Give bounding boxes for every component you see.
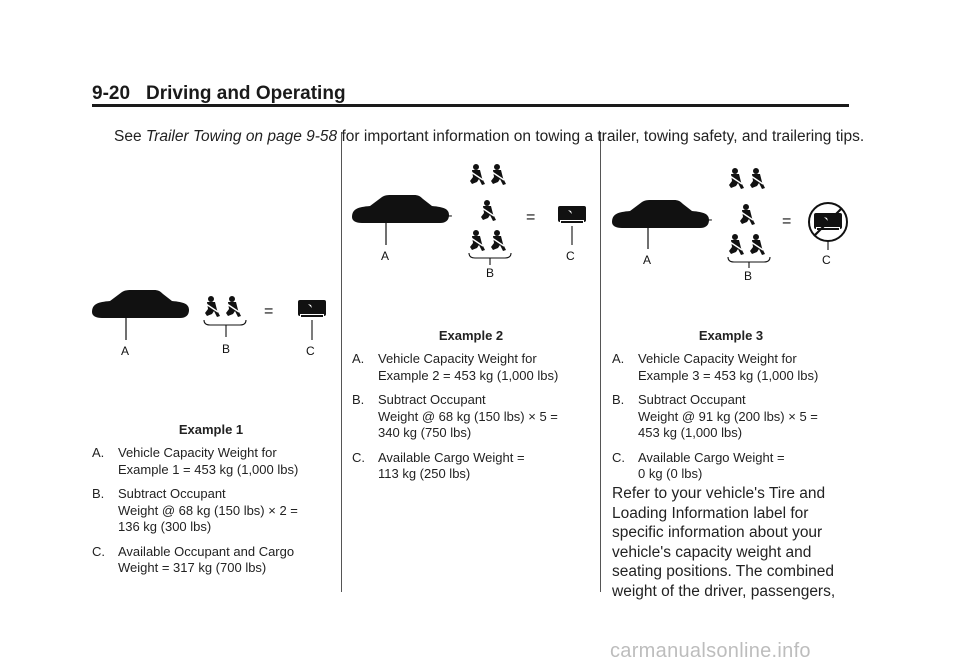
occupant-icon (225, 295, 242, 318)
label-a: A (121, 344, 129, 358)
example-1-list: A.Vehicle Capacity Weight for Example 1 … (92, 445, 337, 585)
bracket-b (468, 252, 512, 259)
item-letter: B. (92, 486, 105, 501)
equals-sign: = (526, 209, 535, 226)
item-letter: B. (352, 392, 365, 407)
list-item: C.Available Cargo Weight = 113 kg (250 l… (352, 449, 525, 482)
bracket-b (203, 319, 247, 326)
occupant-icon (480, 199, 497, 222)
example-2-caption: Example 2 (438, 328, 504, 343)
example-3-figure: A – B = C (612, 167, 848, 283)
occupant-icon (490, 229, 507, 252)
list-item: A.Vehicle Capacity Weight for Example 2 … (352, 351, 559, 383)
occupant-icon (728, 233, 745, 256)
label-a: A (643, 253, 651, 267)
occupant-icon (749, 167, 766, 190)
occupant-icon (204, 295, 221, 318)
list-item: C.Available Occupant and Cargo Weight = … (92, 543, 295, 576)
list-item: A.Vehicle Capacity Weight for Example 1 … (92, 445, 299, 477)
column-divider-2 (600, 132, 601, 592)
occupant-icon (728, 167, 745, 190)
car-icon (92, 290, 189, 318)
cargo-icon (298, 300, 326, 317)
label-b: B (486, 266, 494, 280)
page-number: 9-20 (92, 83, 131, 104)
example-2-figure: A – B = C (352, 163, 586, 280)
list-item: A.Vehicle Capacity Weight for Example 3 … (612, 351, 819, 383)
intro-see: See (114, 128, 146, 145)
item-letter: C. (612, 449, 625, 465)
column-divider-1 (341, 132, 342, 592)
example-1-caption: Example 1 (178, 422, 244, 437)
minus-sign: – (180, 301, 189, 318)
watermark: carmanualsonline.info (610, 640, 811, 662)
car-icon (612, 200, 709, 228)
intro-paragraph: See Trailer Towing on page 9-58 for impo… (114, 127, 864, 147)
list-item: B.Subtract Occupant Weight @ 91 kg (200 … (612, 392, 818, 440)
example-3-caption: Example 3 (698, 328, 764, 343)
page-header: 9-20 Driving and Operating (92, 83, 346, 105)
occupant-icon (490, 163, 507, 186)
list-item: B.Subtract Occupant Weight @ 68 kg (150 … (92, 486, 298, 534)
occupant-icon (469, 163, 486, 186)
list-item: C.Available Cargo Weight = 0 kg (0 lbs) (612, 449, 785, 482)
example-1-figure: A – B = C (92, 290, 326, 358)
section-title: Driving and Operating (146, 83, 346, 104)
equals-sign: = (782, 213, 791, 230)
occupant-icon (749, 233, 766, 256)
item-letter: C. (92, 543, 105, 559)
label-c: C (306, 344, 315, 358)
item-letter: A. (352, 351, 365, 366)
label-c: C (566, 249, 575, 263)
item-letter: A. (92, 445, 105, 460)
label-a: A (381, 249, 389, 263)
label-b: B (744, 269, 752, 283)
occupant-icon (739, 203, 756, 226)
item-letter: A. (612, 351, 625, 366)
example-3-list: A.Vehicle Capacity Weight for Example 3 … (612, 351, 857, 491)
trailer-towing-link[interactable]: Trailer Towing on page 9-58 (145, 128, 338, 145)
car-icon (352, 195, 449, 223)
no-cargo-icon (808, 202, 848, 242)
header-rule (92, 104, 849, 107)
cargo-icon (558, 206, 586, 223)
item-letter: C. (352, 449, 365, 465)
minus-sign: – (443, 207, 452, 224)
item-letter: B. (612, 392, 625, 407)
minus-sign: – (703, 211, 712, 228)
example-2-list: A.Vehicle Capacity Weight for Example 2 … (352, 351, 597, 491)
occupant-icon (469, 229, 486, 252)
bracket-b (727, 256, 771, 263)
intro-rest: for important information on towing a tr… (337, 128, 865, 145)
label-c: C (822, 253, 831, 267)
equals-sign: = (264, 303, 273, 320)
label-b: B (222, 342, 230, 356)
list-item: B.Subtract Occupant Weight @ 68 kg (150 … (352, 392, 558, 440)
refer-paragraph: Refer to your vehicle's Tire and Loading… (612, 485, 836, 600)
